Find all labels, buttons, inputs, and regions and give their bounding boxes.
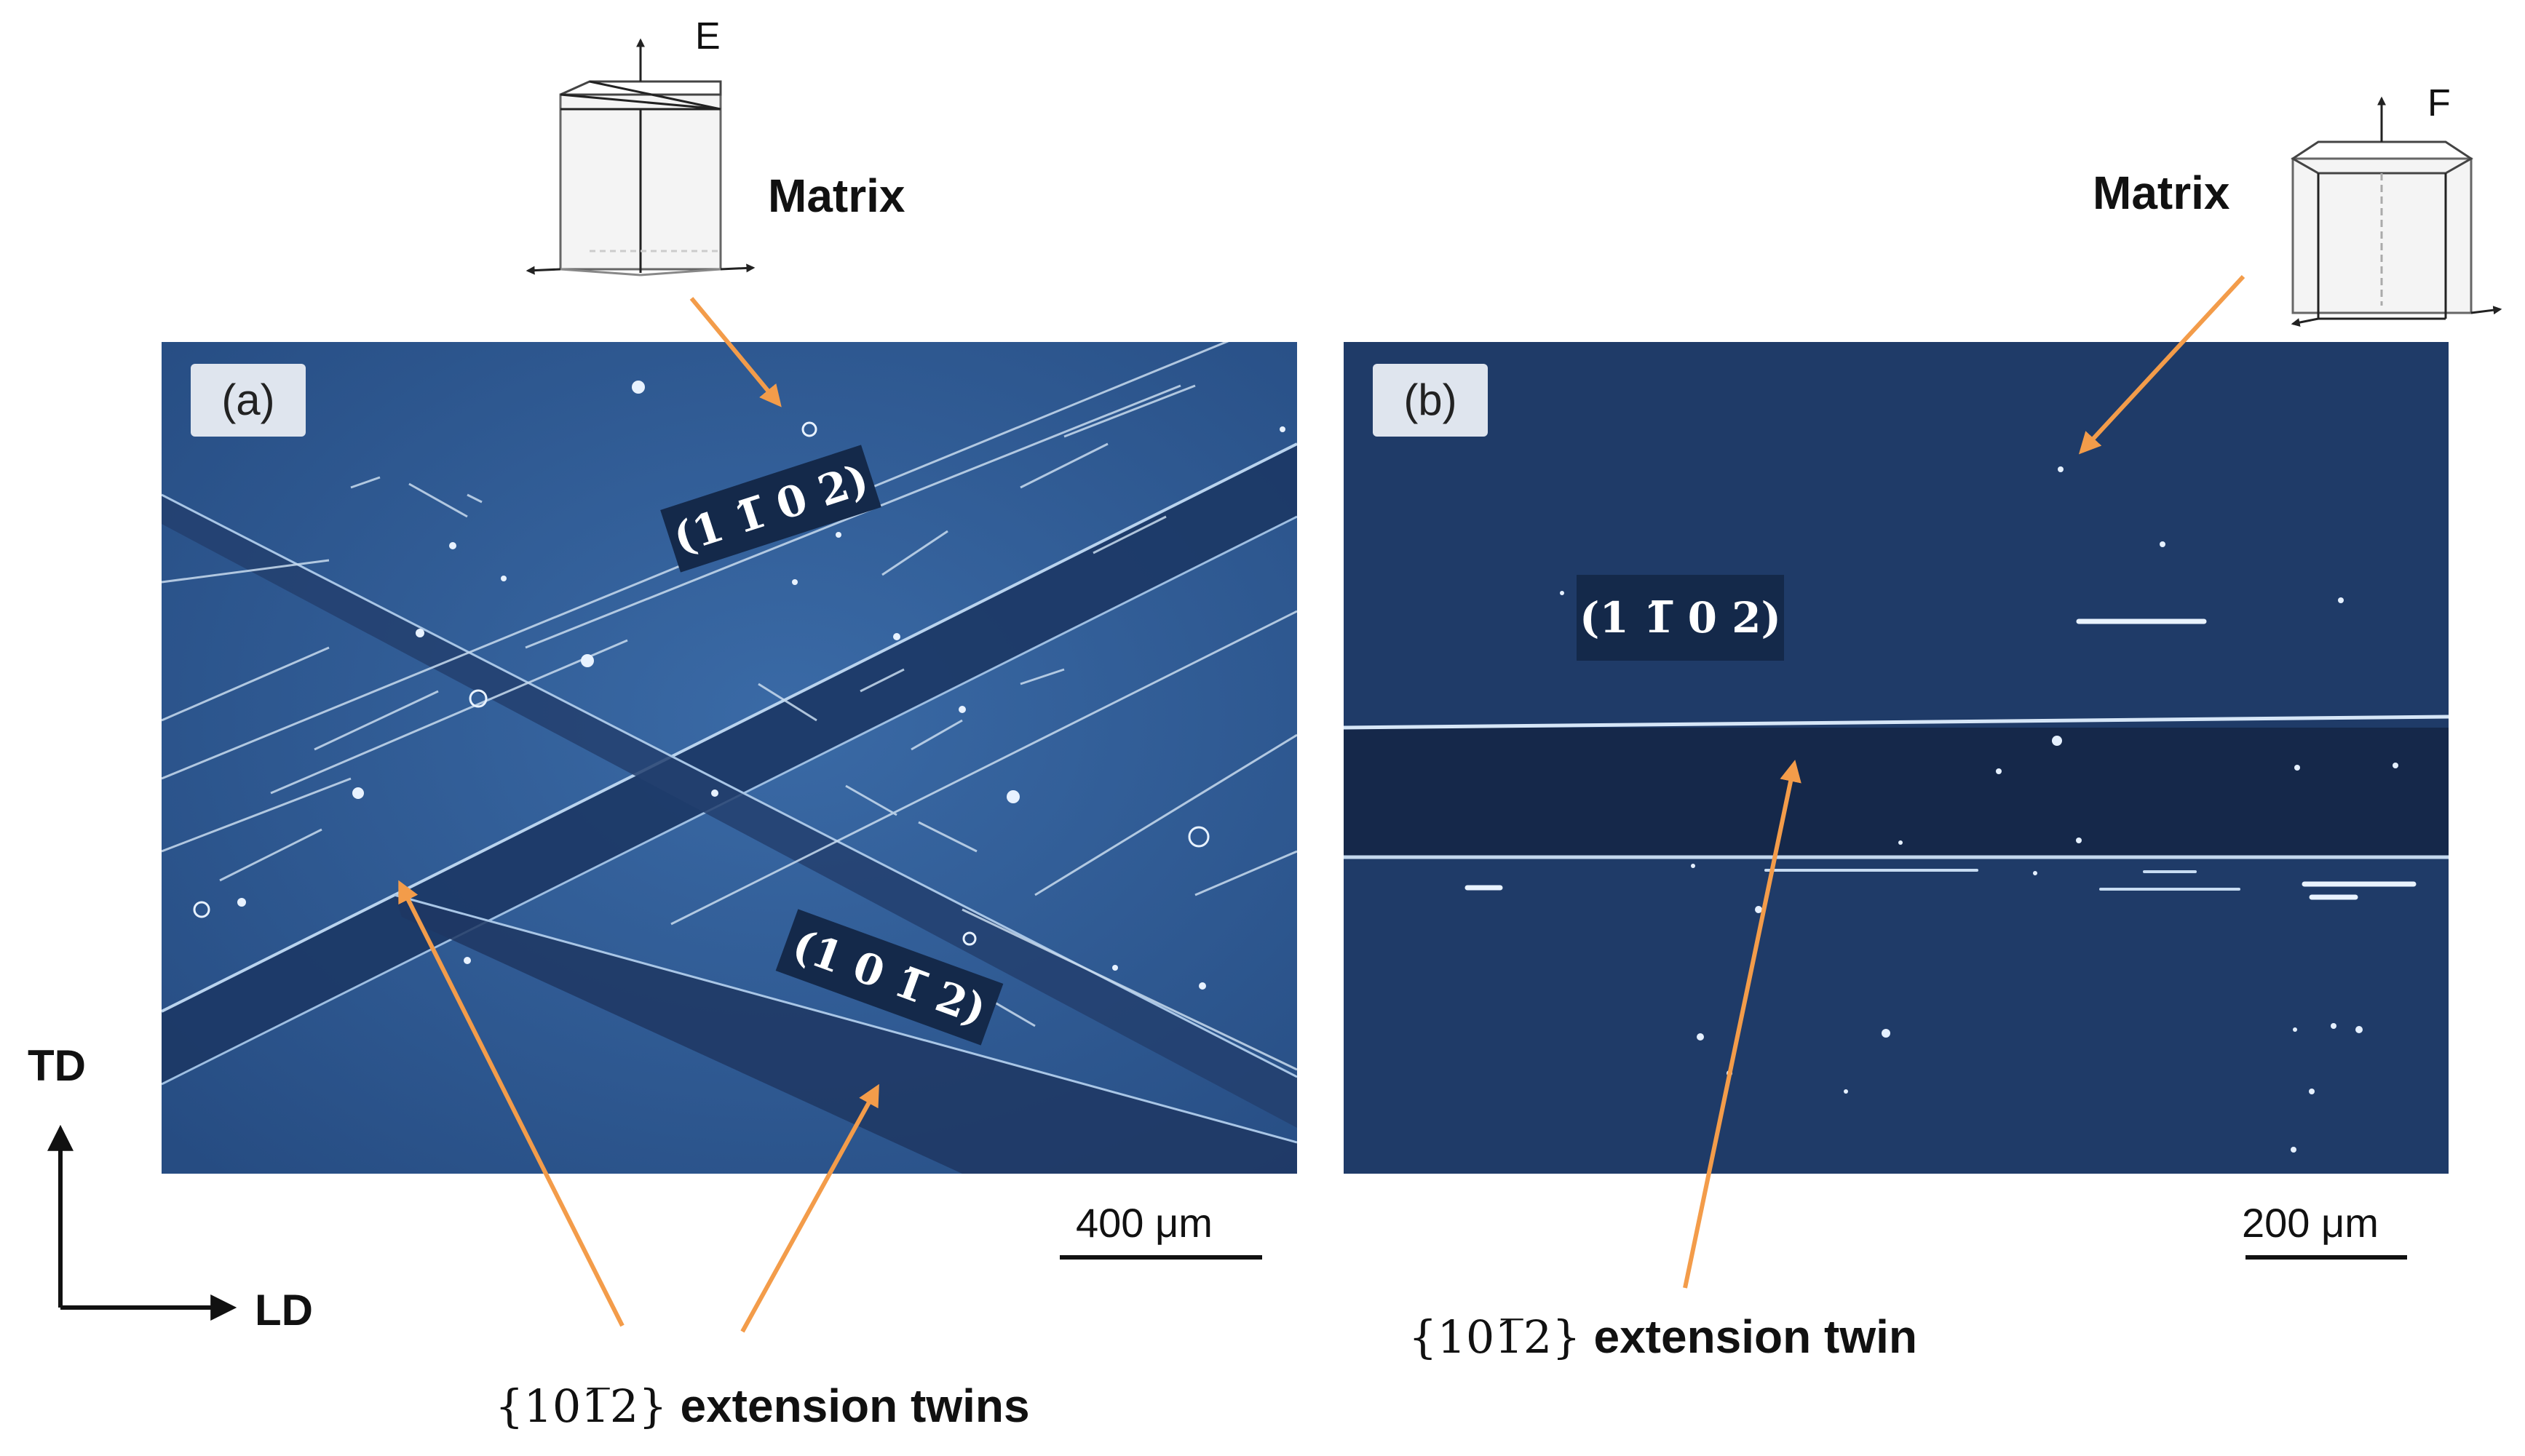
micrograph-b-texture	[1344, 342, 2449, 1174]
axes-arrows	[47, 1124, 237, 1321]
crystal-sketch-f	[2291, 96, 2502, 327]
micrograph-a-texture	[162, 342, 1297, 1174]
caption-a-text: extension twins	[680, 1380, 1030, 1432]
matrix-label-a: Matrix	[768, 170, 905, 222]
axis-label-ld: LD	[255, 1286, 313, 1334]
crystal-letter-f: F	[2427, 82, 2451, 124]
scale-label-a: 400 μm	[1076, 1200, 1213, 1246]
micrograph-a: (a) (1 1̅ 0 2) (1 0 1̅ 2)	[162, 342, 1297, 1174]
micrograph-b: (b) (1 1̅ 0 2)	[1344, 342, 2449, 1174]
caption-b-math: {101̅2}	[1408, 1310, 1581, 1364]
scale-label-b: 200 μm	[2242, 1200, 2379, 1246]
panel-b-label: (b)	[1373, 364, 1488, 437]
orange-arrows	[398, 274, 2245, 1333]
crystal-sketch-e	[526, 38, 756, 277]
matrix-label-b: Matrix	[2093, 167, 2230, 219]
caption-a-math: {101̅2}	[495, 1380, 667, 1433]
plane-label-b: (1 1̅ 0 2)	[1577, 575, 1784, 661]
caption-b: {101̅2} extension twin	[1408, 1310, 1917, 1364]
caption-b-text: extension twin	[1593, 1310, 1917, 1363]
panel-a-label: (a)	[191, 364, 306, 437]
crystal-letter-e: E	[695, 15, 721, 57]
scale-bar-b	[2245, 1255, 2407, 1260]
caption-a: {101̅2} extension twins	[495, 1379, 1030, 1433]
axis-label-td: TD	[28, 1041, 86, 1090]
scale-bar-a	[1060, 1255, 1262, 1260]
